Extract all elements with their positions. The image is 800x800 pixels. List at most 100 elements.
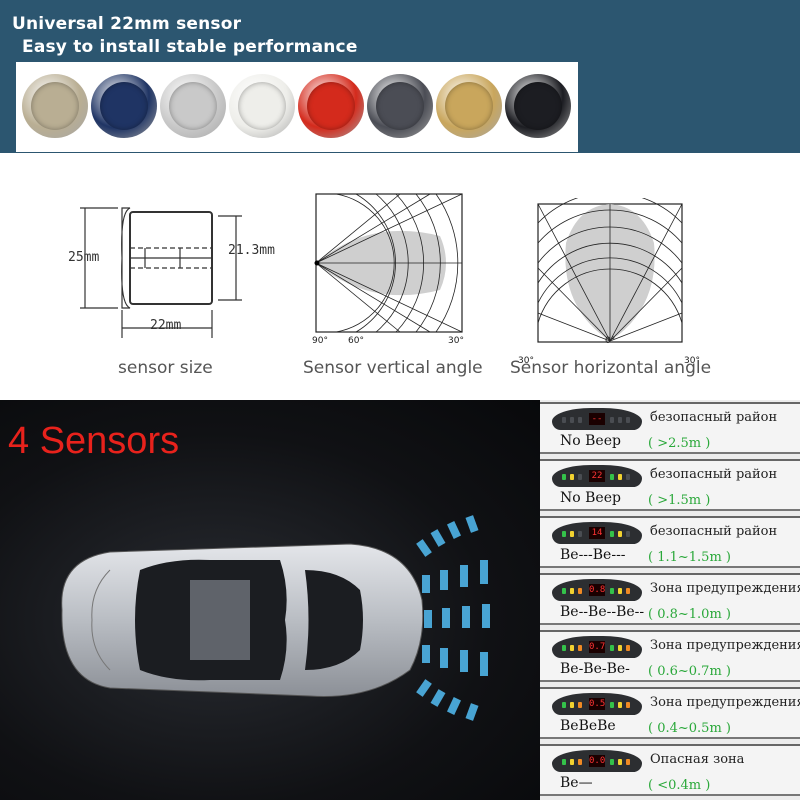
vertical-angle-caption: Sensor vertical angle [303, 358, 483, 378]
angle-label: 30° [684, 356, 700, 366]
zone-label: безопасный район [650, 410, 778, 425]
parking-display-icon: 0.8 [552, 579, 642, 601]
display-digits: 0.8 [589, 584, 606, 596]
display-bar [562, 531, 566, 537]
display-bar [578, 645, 582, 651]
car-top-view [61, 543, 424, 697]
beep-pattern: No Beep [560, 490, 621, 506]
display-digits: 14 [589, 527, 605, 539]
sensor-size-caption: sensor size [118, 358, 213, 378]
sensor-face [238, 82, 286, 130]
zone-label: Зона предупреждения [650, 581, 800, 596]
inner-diameter-label: 21.3mm [228, 243, 275, 258]
diagram-section: 25mm 21.3mm 22mm sensor size 90°60°30°0°… [0, 153, 800, 499]
display-bar [618, 474, 622, 480]
display-bar [578, 759, 582, 765]
display-bar [618, 417, 622, 423]
angle-label: 30° [518, 356, 534, 366]
sensor-face [307, 82, 355, 130]
sensor-swatch-blue [91, 70, 159, 142]
display-bar [626, 759, 630, 765]
beep-pattern: No Beep [560, 433, 621, 449]
display-bar [626, 702, 630, 708]
display-bar [610, 531, 614, 537]
display-bar [570, 645, 574, 651]
angle-label: 60° [348, 336, 364, 346]
header-title: Universal 22mm sensor [12, 14, 242, 34]
sensor-face [169, 82, 217, 130]
legend-row: -- безопасный район No Beep ( >2.5m ) [540, 402, 800, 454]
display-bar [562, 474, 566, 480]
display-bar [562, 417, 566, 423]
distance-range: ( 0.4~0.5m ) [648, 721, 731, 736]
sensor-face [31, 82, 79, 130]
sensor-face [100, 82, 148, 130]
display-bar [578, 702, 582, 708]
distance-range: ( >2.5m ) [648, 436, 711, 451]
sensor-face [376, 82, 424, 130]
display-bar [618, 702, 622, 708]
parking-display-icon: 22 [552, 465, 642, 487]
sensor-color-strip [16, 62, 578, 152]
sensor-size-drawing [80, 207, 242, 338]
zone-label: безопасный район [650, 467, 778, 482]
header-subtitle: Easy to install stable performance [22, 37, 358, 57]
display-bar [570, 588, 574, 594]
beep-pattern: Be--Be--Be-- [560, 604, 645, 620]
display-digits: 22 [589, 470, 605, 482]
horizontal-angle-diagram [537, 198, 683, 343]
horizontal-angle-caption: Sensor horizontal angle [510, 358, 712, 378]
display-bar [626, 588, 630, 594]
sensor-swatch-black [505, 70, 573, 142]
display-bar [562, 759, 566, 765]
lower-section: 4 Sensors [0, 400, 800, 800]
display-bar [570, 531, 574, 537]
angle-label: 30° [448, 336, 464, 346]
sensor-swatch-gold [436, 70, 504, 142]
sensor-swatch-silver [160, 70, 228, 142]
parking-display-icon: 0.5 [552, 693, 642, 715]
display-bar [570, 759, 574, 765]
sensor-swatch-dark-gray [367, 70, 435, 142]
car-illustration-panel: 4 Sensors [0, 400, 540, 800]
angle-label: 90° [312, 336, 328, 346]
display-bar [570, 474, 574, 480]
display-bar [570, 417, 574, 423]
sensor-face [514, 82, 562, 130]
zone-label: Опасная зона [650, 752, 745, 767]
display-bar [626, 645, 630, 651]
sensor-swatch-red [298, 70, 366, 142]
distance-range: ( <0.4m ) [648, 778, 711, 793]
display-bar [626, 531, 630, 537]
distance-range: ( 0.6~0.7m ) [648, 664, 731, 679]
display-bar [610, 645, 614, 651]
display-bar [610, 417, 614, 423]
display-bar [610, 588, 614, 594]
sensor-face [445, 82, 493, 130]
display-digits: 0.0 [589, 755, 606, 767]
display-digits: 0.5 [589, 698, 606, 710]
width-label: 22mm [150, 318, 182, 333]
display-bar [626, 417, 630, 423]
display-bar [618, 531, 622, 537]
beep-pattern: Be---Be--- [560, 547, 626, 563]
distance-range: ( 0.8~1.0m ) [648, 607, 731, 622]
display-digits: -- [589, 413, 605, 425]
distance-legend: -- безопасный район No Beep ( >2.5m ) 22 безо… [540, 400, 800, 800]
display-bar [626, 474, 630, 480]
height-label: 25mm [68, 250, 100, 265]
parking-display-icon: 0.0 [552, 750, 642, 772]
beep-pattern: Be— [560, 775, 593, 791]
beep-pattern: Be-Be-Be- [560, 661, 630, 677]
display-digits: 0.7 [589, 641, 606, 653]
display-bar [562, 702, 566, 708]
display-bar [618, 588, 622, 594]
beep-pattern: BeBeBe [560, 718, 616, 734]
display-bar [562, 588, 566, 594]
